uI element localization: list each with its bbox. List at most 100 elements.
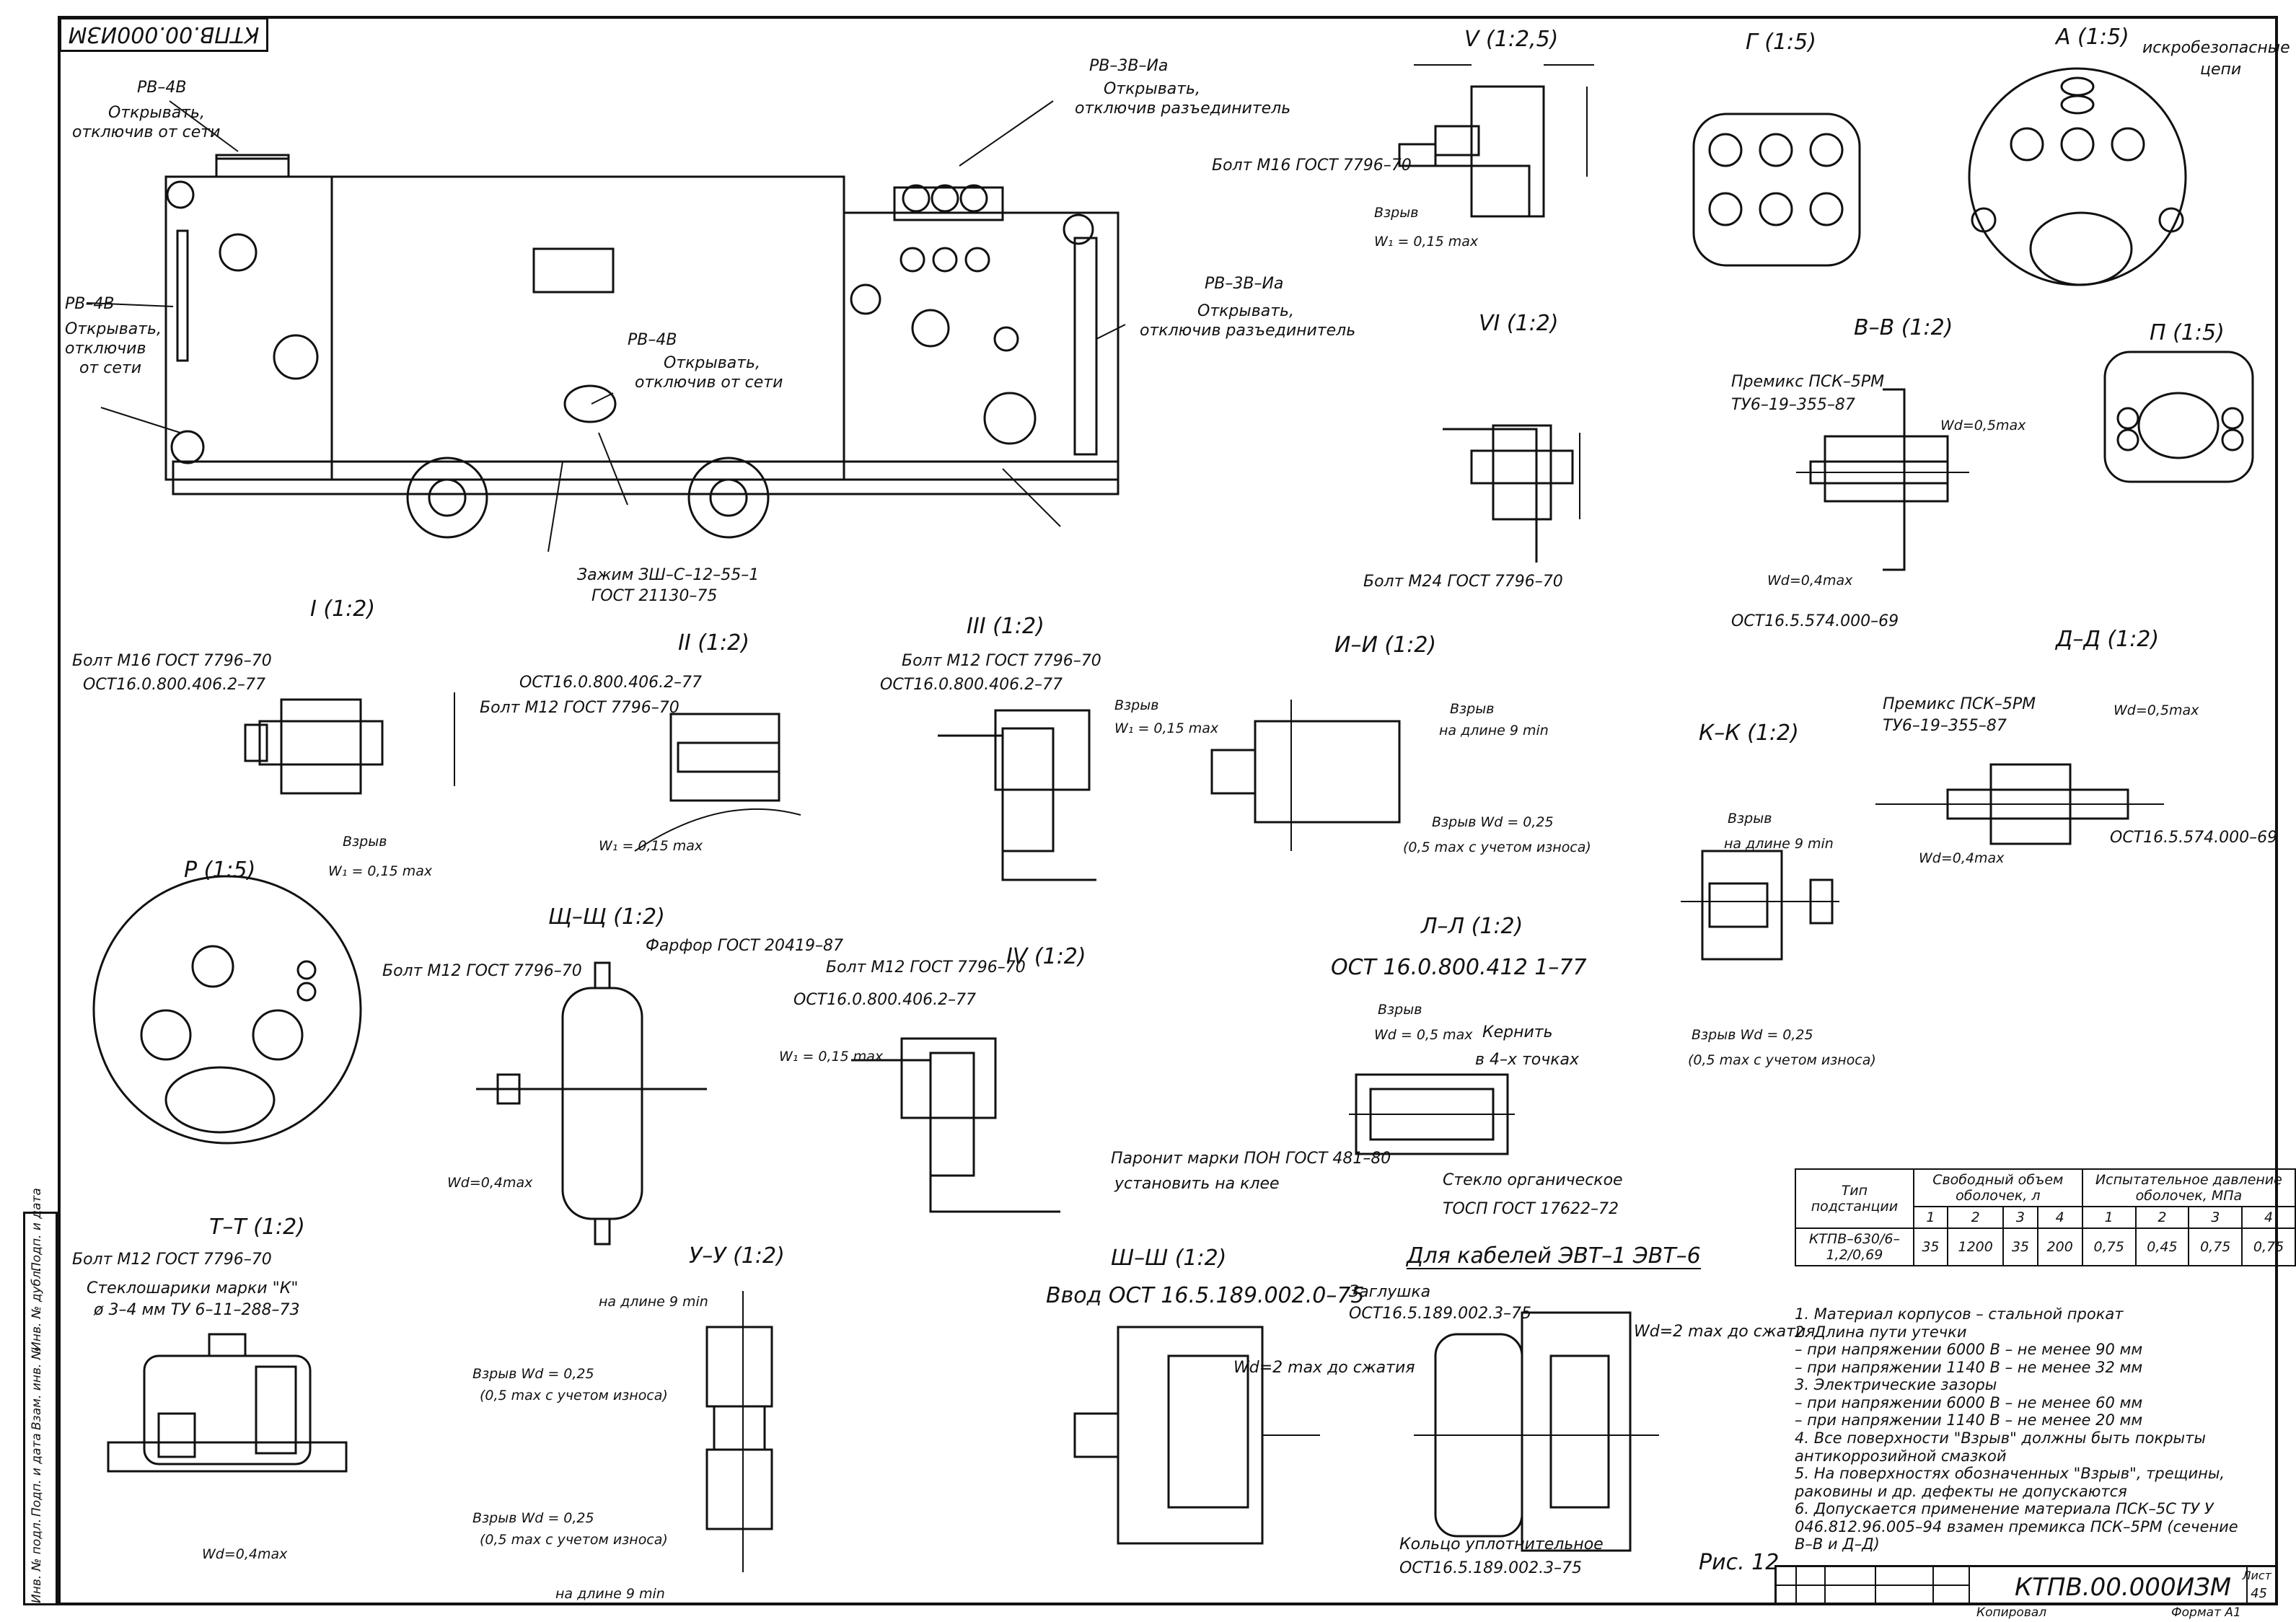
label-ost-iii: ОСТ16.0.800.406.2–77 (880, 676, 1063, 694)
label-glass-gost: ТОСП ГОСТ 17622–72 (1443, 1200, 1619, 1218)
title-view-SchSch: Щ–Щ (1:2) (548, 904, 665, 930)
note-wd025b-ii-ii: (0,5 max с учетом износа) (1403, 839, 1591, 855)
view-III-geometry (938, 709, 1096, 881)
view-I-geometry (244, 692, 455, 795)
note-blast-iii: Взрыв (1114, 697, 1159, 713)
view-IV-geometry (851, 1037, 1060, 1213)
title-view-II-II: И–И (1:2) (1334, 633, 1437, 658)
spec-sub: 3 (2002, 1206, 2038, 1229)
table-row: КТПВ–630/6–1,2/0,69 35 1200 35 200 0,75 … (1795, 1227, 2296, 1266)
title-view-DD: Д–Д (1:2) (2056, 627, 2160, 652)
note-blast-kk: Взрыв (1728, 811, 1772, 827)
label-ost-bb: ОСТ16.5.574.000–69 (1731, 612, 1899, 630)
title-view-A: А (1:5) (2056, 25, 2129, 50)
title-view-G: Г (1:5) (1746, 30, 1816, 55)
note-wd025-uu-2: Взрыв Wd = 0,25 (472, 1510, 594, 1526)
spec-cell: 200 (2036, 1227, 2083, 1266)
spec-sub: 4 (2036, 1206, 2083, 1229)
format-label: Формат А1 (2171, 1605, 2241, 1620)
label-ring-ost: ОСТ16.5.189.002.3–75 (1399, 1559, 1583, 1577)
sidebar-label: Подп. и дата (30, 1188, 44, 1271)
note-wd025b-kk: (0,5 max с учетом износа) (1688, 1052, 1876, 1068)
label-porcelain: Фарфор ГОСТ 20419–87 (646, 937, 843, 955)
note-wd025b-uu-2: (0,5 max с учетом износа) (480, 1532, 668, 1548)
note-wd025b-uu: (0,5 max с учетом износа) (480, 1388, 668, 1403)
title-view-II: II (1:2) (678, 630, 749, 656)
sheet-number: 45 (2251, 1586, 2267, 1601)
label-tu-dd: ТУ6–19–355–87 (1883, 717, 2007, 735)
note-line: 6. Допускается применение материала ПСК–… (1795, 1500, 2243, 1553)
spec-sub: 2 (1947, 1206, 2005, 1229)
note-wd05max-ll: Wd = 0,5 max (1374, 1027, 1473, 1043)
spec-sub: 1 (1912, 1206, 1949, 1229)
substation-main-view (164, 154, 1120, 539)
spec-sub: 2 (2134, 1206, 2190, 1229)
label-wd2: Wd=2 max до сжатия (1233, 1359, 1415, 1377)
callout-open-5: Открывать, (1197, 302, 1294, 320)
title-view-TT: Т–Т (1:2) (209, 1215, 305, 1240)
callout-open-2: Открывать, (65, 320, 162, 338)
label-ost-ii: ОСТ16.0.800.406.2–77 (519, 674, 703, 692)
note-w015-iii: W₁ = 0,15 max (1114, 720, 1219, 736)
label-glass-balls-2: ø 3–4 мм ТУ 6–11–288–73 (94, 1301, 300, 1319)
note-blast-ii-ii: Взрыв (1450, 701, 1495, 717)
drawing-frame (58, 16, 2278, 1605)
callout-disc-4: отключив разъединитель (1075, 100, 1291, 118)
sidebar-label: Инв. № подл. (30, 1518, 44, 1603)
label-glue: установить на клее (1114, 1175, 1280, 1193)
left-sidebar: Инв. № подл. Подп. и дата Взам. инв. № И… (23, 1188, 58, 1605)
label-bolt-m12-iv: Болт М12 ГОСТ 7796–70 (826, 958, 1026, 977)
view-VI-geometry (1443, 424, 1580, 563)
title-view-V: V (1:2,5) (1464, 27, 1559, 52)
view-DD-geometry (1875, 763, 2164, 845)
callout-rv3v-1: РВ–3В–Иа (1089, 57, 1169, 75)
title-block: КТПВ.00.000ИЗМ Лист 45 (1774, 1565, 2278, 1605)
label-bolt-m12-sch: Болт М12 ГОСТ 7796–70 (382, 962, 582, 980)
label-wd2b: Wd=2 max до сжатия (1634, 1323, 1816, 1341)
note-line: – при напряжении 1140 В – не менее 32 мм (1795, 1358, 2143, 1376)
callout-rv4v-2: РВ–4В (65, 295, 115, 313)
note-len9-uu-bottom: на длине 9 min (555, 1586, 665, 1602)
spec-cell: 0,75 (2241, 1227, 2296, 1266)
sidebar-label: Инв. № дубл. (30, 1266, 44, 1351)
title-view-BB: В–В (1:2) (1854, 315, 1953, 340)
callout-clamp-gost: ГОСТ 21130–75 (591, 587, 718, 605)
note-len9-uu-top: на длине 9 min (599, 1294, 708, 1310)
note-wd025-uu: Взрыв Wd = 0,25 (472, 1366, 594, 1382)
view-II-geometry (634, 713, 801, 852)
view-G-geometry (1692, 113, 1861, 267)
label-glass: Стекло органическое (1443, 1171, 1623, 1189)
spec-row-name: КТПВ–630/6–1,2/0,69 (1795, 1227, 1914, 1266)
label-bolt-m24: Болт М24 ГОСТ 7796–70 (1363, 573, 1563, 591)
note-blast-v: Взрыв (1374, 205, 1419, 221)
note-wd05-dd: Wd=0,5max (2114, 702, 2199, 718)
note-line: 4. Все поверхности "Взрыв" должны быть п… (1795, 1429, 2211, 1465)
note-line: 1. Материал корпусов – стальной прокат (1795, 1305, 2124, 1323)
label-ring: Кольцо уплотнительное (1399, 1535, 1604, 1553)
callout-rv4v-3: РВ–4В (628, 331, 677, 349)
view-TT-geometry (107, 1333, 348, 1473)
label-bolt-m12-ii: Болт М12 ГОСТ 7796–70 (480, 699, 679, 717)
note-w015-iv: W₁ = 0,15 max (779, 1049, 884, 1065)
spec-col-type: Тип подстанции (1795, 1168, 1914, 1229)
callout-open-1: Открывать, (108, 104, 205, 122)
title-view-III: III (1:2) (967, 614, 1044, 639)
spec-cell: 0,75 (2081, 1227, 2137, 1266)
sidebar-label: Подп. и дата (30, 1433, 44, 1517)
note-wd04-sch: Wd=0,4max (447, 1175, 533, 1191)
label-bolt-m16-v: Болт М16 ГОСТ 7796–70 (1212, 157, 1412, 175)
label-kernit: Кернить (1482, 1023, 1553, 1041)
callout-rv3v-2: РВ–3В–Иа (1205, 275, 1284, 293)
copied-label: Копировал (1976, 1605, 2047, 1620)
title-view-VI: VI (1:2) (1479, 311, 1559, 336)
title-view-UU: У–У (1:2) (689, 1243, 785, 1269)
note-line: 5. На поверхностях обозначенных "Взрыв",… (1795, 1465, 2230, 1500)
callout-clamp: Зажим ЗШ–С–12–55–1 (577, 566, 760, 584)
callout-disc-5: отключив разъединитель (1140, 322, 1356, 340)
label-ost-dd: ОСТ16.5.574.000–69 (2110, 829, 2278, 847)
label-ost-iv: ОСТ16.0.800.406.2–77 (793, 991, 977, 1009)
spec-cell: 1200 (1947, 1227, 2005, 1266)
label-premix-dd: Премикс ПСК–5РМ (1883, 695, 2036, 713)
title-block-lines (1774, 1565, 2248, 1605)
